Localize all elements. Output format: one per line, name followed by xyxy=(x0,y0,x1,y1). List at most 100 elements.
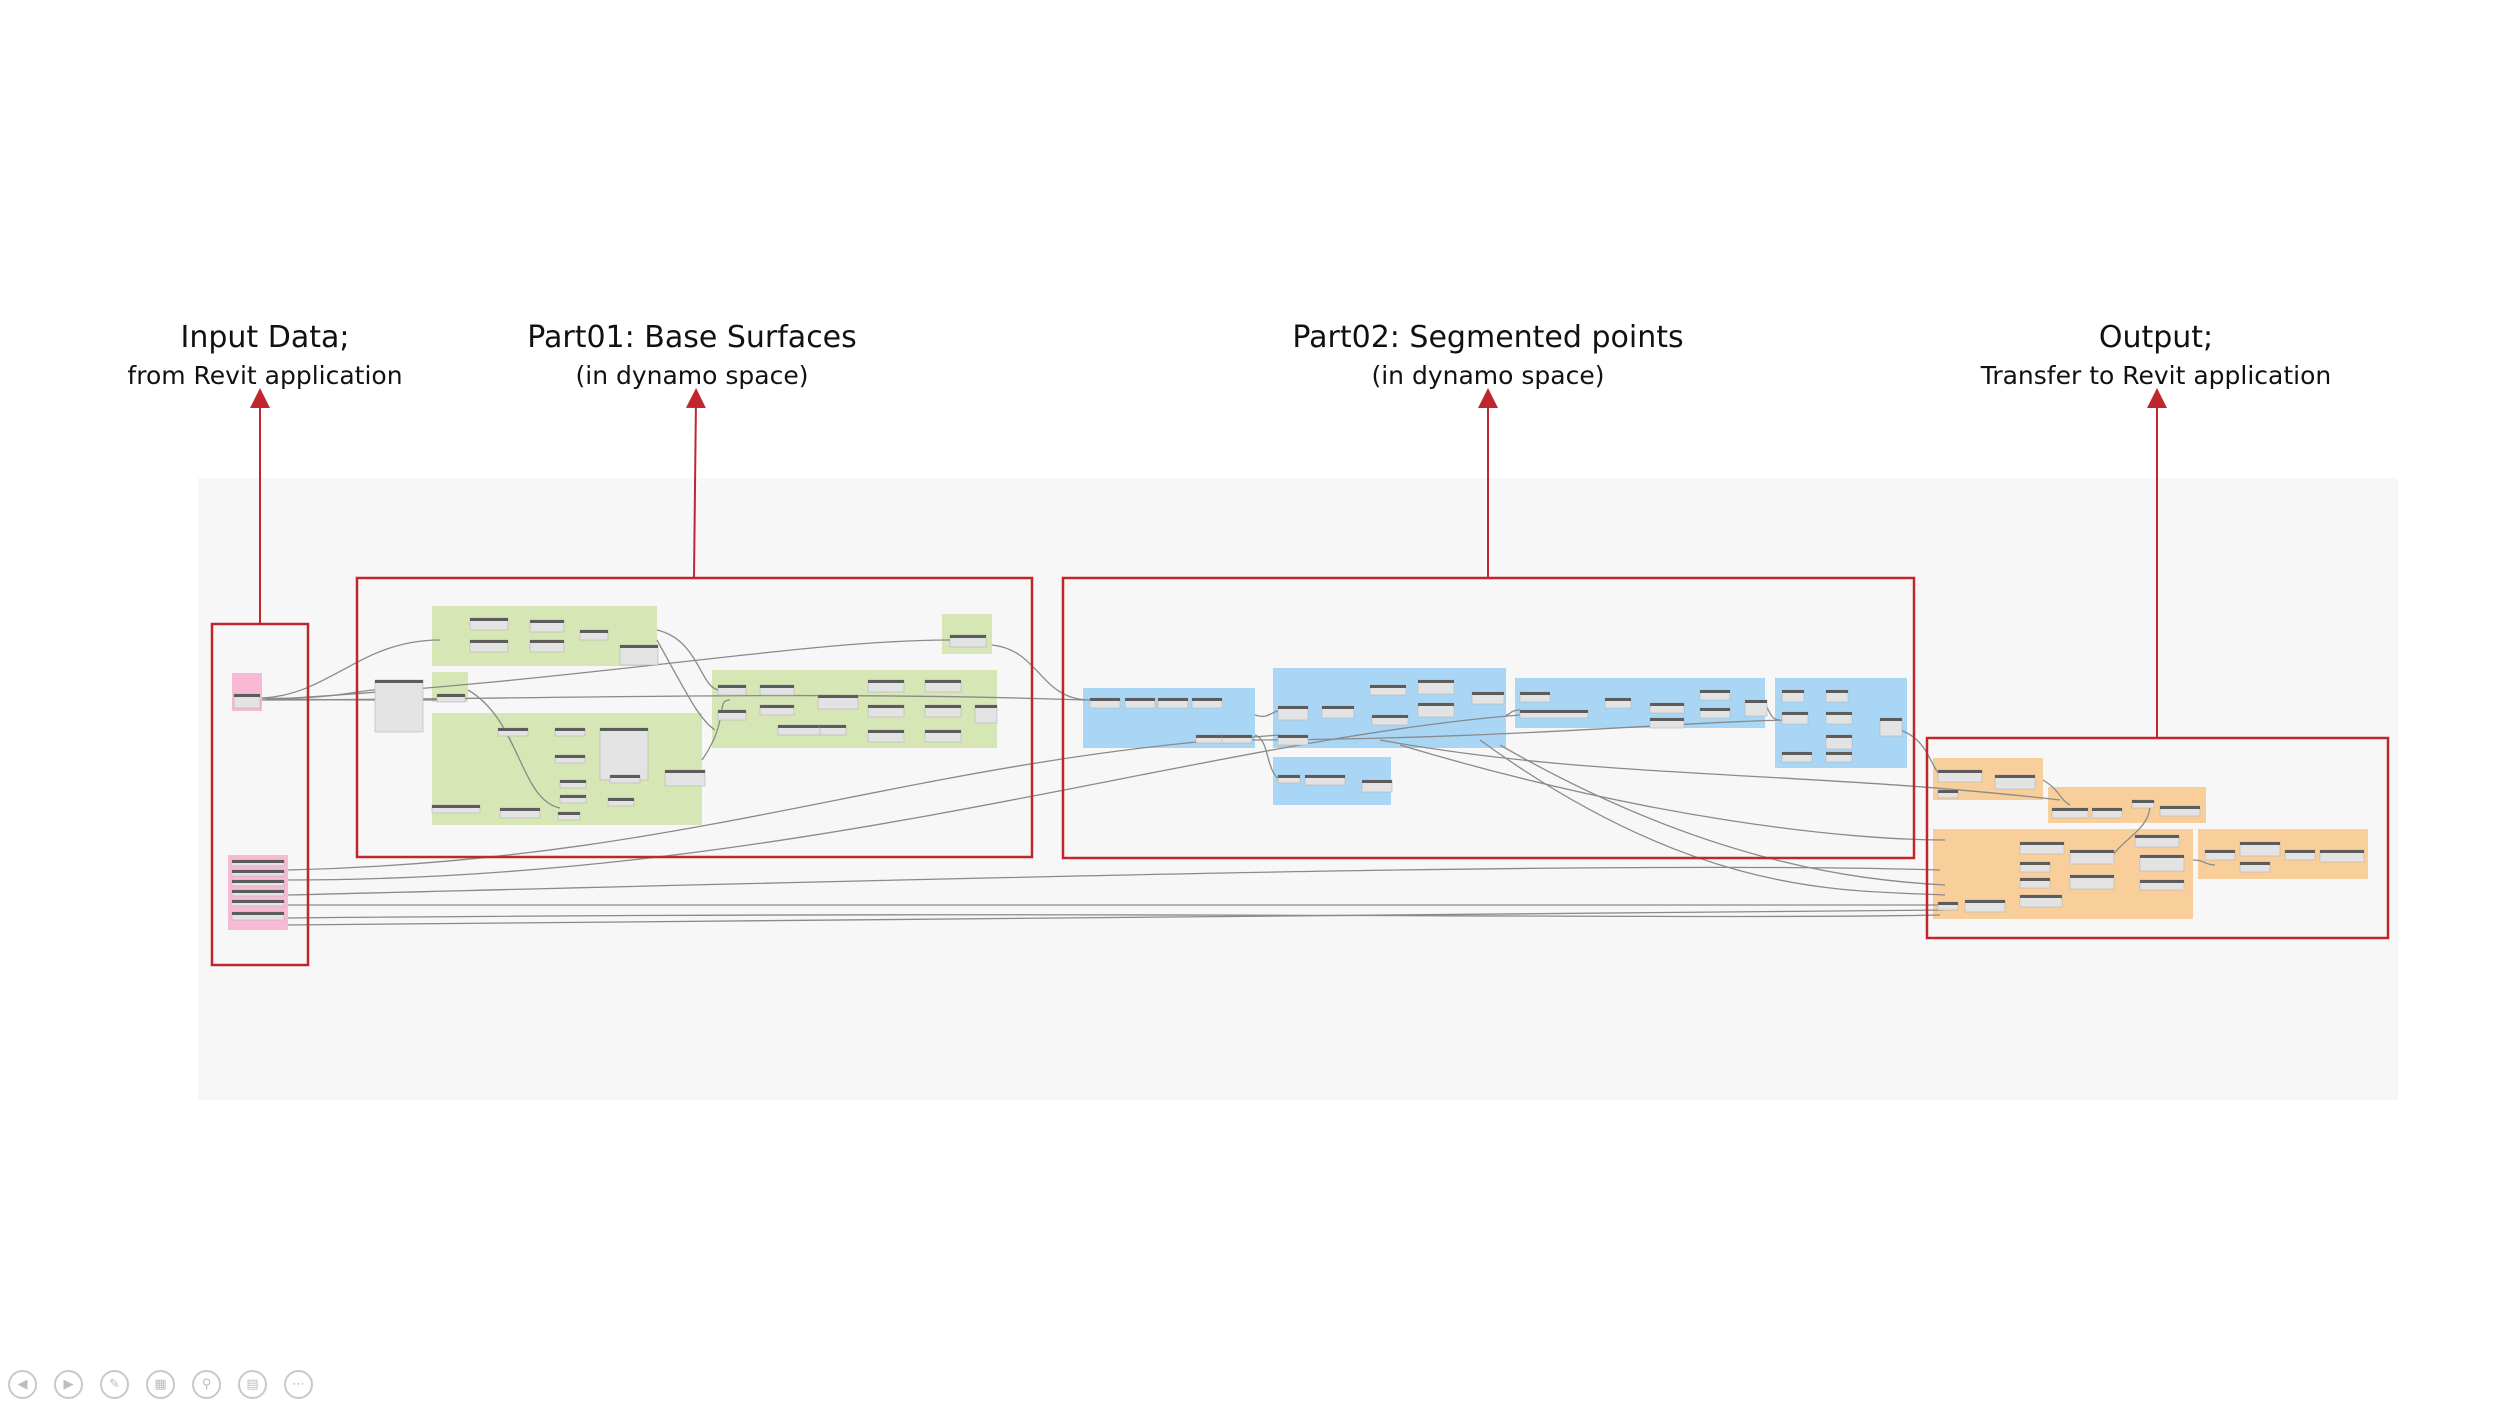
graph-node xyxy=(469,617,509,631)
graph-node-header xyxy=(1278,775,1300,778)
graph-node-header xyxy=(1938,790,1958,793)
graph-node-header xyxy=(530,640,564,643)
graph-node-header xyxy=(600,728,648,731)
graph-node xyxy=(867,679,905,693)
graph-node xyxy=(2139,879,2185,891)
heading-part02: Part02: Segmented points (in dynamo spac… xyxy=(1292,318,1683,394)
graph-node xyxy=(1277,734,1309,746)
graph-node xyxy=(2019,841,2065,855)
graph-node-header xyxy=(437,694,465,697)
graph-node xyxy=(1369,684,1407,696)
graph-node-header xyxy=(1782,712,1808,715)
graph-node xyxy=(529,639,565,653)
graph-node-header xyxy=(1745,700,1767,703)
graph-node xyxy=(2239,841,2281,857)
graph-node xyxy=(599,727,649,781)
graph-node-header xyxy=(2240,862,2270,865)
zoom-icon[interactable]: ⚲ xyxy=(192,1370,221,1399)
graph-node-header xyxy=(778,725,822,728)
graph-node xyxy=(1994,774,2036,790)
graph-node-body xyxy=(599,727,649,781)
graph-node-header xyxy=(432,805,480,808)
graph-node-header xyxy=(2205,850,2235,853)
section-arrows xyxy=(250,388,2167,738)
graph-node-header xyxy=(2020,862,2050,865)
presentation-toolbar: ◀ ▶ ✎ ▦ ⚲ ▤ ⋯ xyxy=(8,1370,313,1399)
graph-node xyxy=(1937,901,1959,911)
graph-node xyxy=(1417,679,1455,695)
graph-node-header xyxy=(1650,703,1684,706)
subtitles-icon[interactable]: ▤ xyxy=(238,1370,267,1399)
graph-node-header xyxy=(2140,855,2184,858)
heading-input-title: Input Data; xyxy=(180,320,350,355)
graph-node xyxy=(529,619,565,633)
graph-node xyxy=(2319,849,2365,863)
graph-node xyxy=(499,807,541,819)
graph-node xyxy=(1321,705,1355,719)
graph-node xyxy=(2139,854,2185,872)
slides-grid-icon[interactable]: ▦ xyxy=(146,1370,175,1399)
graph-node xyxy=(1604,697,1632,709)
graph-node xyxy=(777,724,823,736)
graph-node-header xyxy=(560,780,586,783)
graph-node xyxy=(431,804,481,814)
graph-nodes xyxy=(231,617,2365,921)
heading-input-subtitle: from Revit application xyxy=(127,361,403,390)
graph-node-header xyxy=(2020,895,2062,898)
graph-node-header xyxy=(1520,710,1588,713)
graph-node-header xyxy=(760,705,794,708)
graph-node xyxy=(1937,769,1983,783)
graph-node xyxy=(2134,834,2180,848)
graph-node-header xyxy=(2092,808,2122,811)
graph-node-header xyxy=(1418,680,1454,683)
group-part01-a xyxy=(432,606,657,666)
graph-node xyxy=(1417,702,1455,718)
graph-node xyxy=(1781,751,1813,763)
heading-part01-subtitle: (in dynamo space) xyxy=(575,361,809,390)
graph-node-header xyxy=(1520,692,1550,695)
graph-node xyxy=(1964,899,2006,913)
graph-node-header xyxy=(1158,698,1188,701)
heading-part01-title: Part01: Base Surfaces xyxy=(527,320,857,355)
graph-node-header xyxy=(925,730,961,733)
graph-node-header xyxy=(555,755,585,758)
graph-node-header xyxy=(1278,735,1308,738)
graph-node-header xyxy=(498,728,528,731)
graph-node-header xyxy=(1090,698,1120,701)
graph-node xyxy=(1371,714,1409,726)
heading-part02-title: Part02: Segmented points xyxy=(1292,320,1684,355)
graph-node-header xyxy=(1125,698,1155,701)
graph-node-header xyxy=(868,680,904,683)
graph-node-header xyxy=(1700,708,1730,711)
graph-node xyxy=(554,754,586,764)
graph-node xyxy=(231,879,285,887)
graph-node xyxy=(717,684,747,696)
arrow-part01 xyxy=(685,388,706,579)
graph-node xyxy=(1825,711,1853,725)
heading-input: Input Data; from Revit application xyxy=(127,318,402,394)
graph-node-header xyxy=(2285,850,2315,853)
graph-node xyxy=(759,704,795,716)
graph-node-header xyxy=(470,640,508,643)
graph-node-header xyxy=(555,728,585,731)
pen-icon[interactable]: ✎ xyxy=(100,1370,129,1399)
group-part02-c xyxy=(1515,678,1765,728)
more-options-icon[interactable]: ⋯ xyxy=(284,1370,313,1399)
graph-node-header xyxy=(665,770,705,773)
graph-node xyxy=(1649,702,1685,714)
next-slide-icon[interactable]: ▶ xyxy=(54,1370,83,1399)
graph-node xyxy=(469,639,509,653)
graph-node xyxy=(231,911,285,921)
prev-slide-icon[interactable]: ◀ xyxy=(8,1370,37,1399)
graph-node-header xyxy=(1700,690,1730,693)
graph-node xyxy=(1937,789,1959,799)
graph-node xyxy=(1195,734,1227,744)
graph-node xyxy=(2204,849,2236,861)
graph-node xyxy=(231,869,285,877)
heading-output: Output; Transfer to Revit application xyxy=(1981,318,2332,394)
graph-node-header xyxy=(718,710,746,713)
graph-node xyxy=(1089,697,1121,709)
graph-node-header xyxy=(868,730,904,733)
graph-node-header xyxy=(1965,900,2005,903)
